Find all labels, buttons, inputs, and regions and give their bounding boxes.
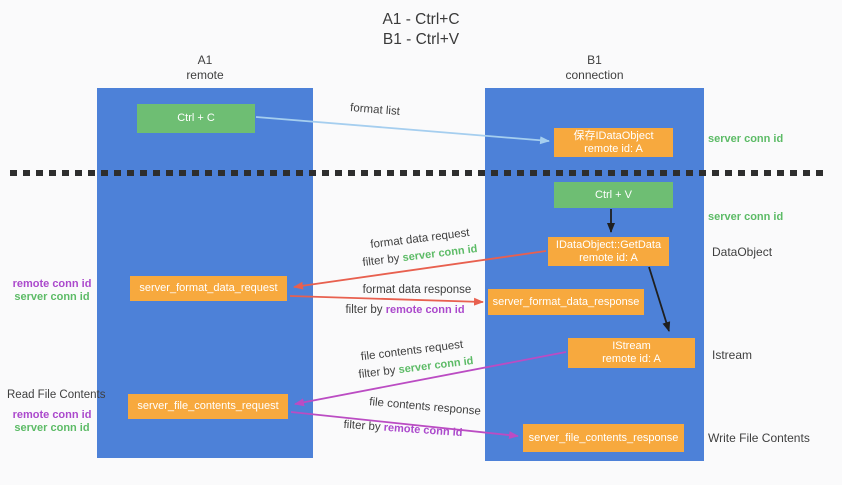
node-getdata-line1: IDataObject::GetData bbox=[555, 238, 662, 251]
node-idataobject-getdata: IDataObject::GetData remote id: A bbox=[548, 237, 669, 266]
node-server-format-data-request: server_format_data_request bbox=[130, 276, 287, 301]
label-server-conn-id: server conn id bbox=[14, 290, 90, 303]
lifeline-a1-header: A1 remote bbox=[97, 53, 313, 83]
label-read-file-contents: Read File Contents bbox=[7, 389, 106, 401]
lifeline-b1-id: B1 bbox=[587, 53, 602, 67]
label-remote-conn-id: remote conn id bbox=[12, 278, 92, 290]
node-format-response-label: server_format_data_response bbox=[492, 295, 640, 308]
node-save-idataobject-line1: 保存IDataObject bbox=[573, 129, 654, 142]
node-istream-line2: remote id: A bbox=[602, 353, 661, 365]
label-write-file-contents: Write File Contents bbox=[708, 431, 810, 445]
label-remote-conn-id: remote conn id bbox=[12, 409, 92, 421]
node-ctrl-v: Ctrl + V bbox=[554, 182, 673, 208]
label-file-contents-response: file contents response bbox=[368, 396, 482, 418]
diagram-title: A1 - Ctrl+C B1 - Ctrl+V bbox=[0, 10, 842, 50]
node-save-idataobject: 保存IDataObject remote id: A bbox=[554, 128, 673, 157]
node-format-request-label: server_format_data_request bbox=[139, 282, 278, 294]
label-conn-ids-format: remote conn id server conn id bbox=[8, 278, 96, 304]
node-file-request-label: server_file_contents_request bbox=[137, 400, 279, 412]
title-line-2: B1 - Ctrl+V bbox=[382, 31, 460, 48]
node-istream-line1: IStream bbox=[612, 340, 651, 352]
label-format-list: format list bbox=[349, 102, 401, 118]
node-save-idataobject-line2: remote id: A bbox=[584, 142, 643, 155]
node-server-file-contents-request: server_file_contents_request bbox=[128, 394, 288, 419]
filter-by-text: filter by bbox=[361, 252, 404, 269]
lifeline-b1-role: connection bbox=[565, 68, 624, 82]
server-conn-id-text: server conn id bbox=[401, 243, 479, 265]
lifeline-a1-role: remote bbox=[186, 68, 224, 82]
lifeline-b1-header: B1 connection bbox=[485, 53, 704, 83]
remote-conn-id-text: remote conn id bbox=[385, 304, 465, 316]
node-getdata-line2: remote id: A bbox=[579, 251, 638, 264]
label-format-data-response: format data response bbox=[362, 284, 472, 296]
node-ctrl-c: Ctrl + C bbox=[137, 104, 255, 133]
node-istream: IStream remote id: A bbox=[568, 338, 695, 368]
title-line-1: A1 - Ctrl+C bbox=[382, 11, 460, 28]
server-conn-id-text: server conn id bbox=[397, 355, 475, 377]
arrow-format-data-response bbox=[289, 295, 484, 306]
session-divider-dotted-line bbox=[10, 170, 825, 176]
label-conn-ids-file: remote conn id server conn id bbox=[8, 409, 96, 435]
filter-by-text: filter by bbox=[345, 304, 386, 316]
label-filter-by-remote-conn-id: filter by remote conn id bbox=[342, 304, 468, 316]
remote-conn-id-text: remote conn id bbox=[383, 421, 463, 440]
filter-by-text: filter by bbox=[343, 418, 385, 434]
label-istream: Istream bbox=[712, 348, 753, 362]
label-server-conn-id-top: server conn id bbox=[708, 133, 784, 145]
node-ctrl-c-label: Ctrl + C bbox=[177, 112, 215, 124]
node-file-response-label: server_file_contents_response bbox=[528, 431, 679, 444]
node-ctrl-v-label: Ctrl + V bbox=[595, 188, 632, 201]
lifeline-a1-id: A1 bbox=[197, 53, 213, 67]
node-server-format-data-response: server_format_data_response bbox=[488, 289, 644, 315]
node-server-file-contents-response: server_file_contents_response bbox=[523, 424, 684, 452]
label-dataobject: DataObject bbox=[712, 245, 773, 259]
label-server-conn-id: server conn id bbox=[14, 421, 90, 434]
label-server-conn-id-mid: server conn id bbox=[708, 211, 784, 223]
label-filter-by-remote-conn-id: filter by remote conn id bbox=[340, 419, 467, 440]
filter-by-text: filter by bbox=[357, 364, 400, 381]
